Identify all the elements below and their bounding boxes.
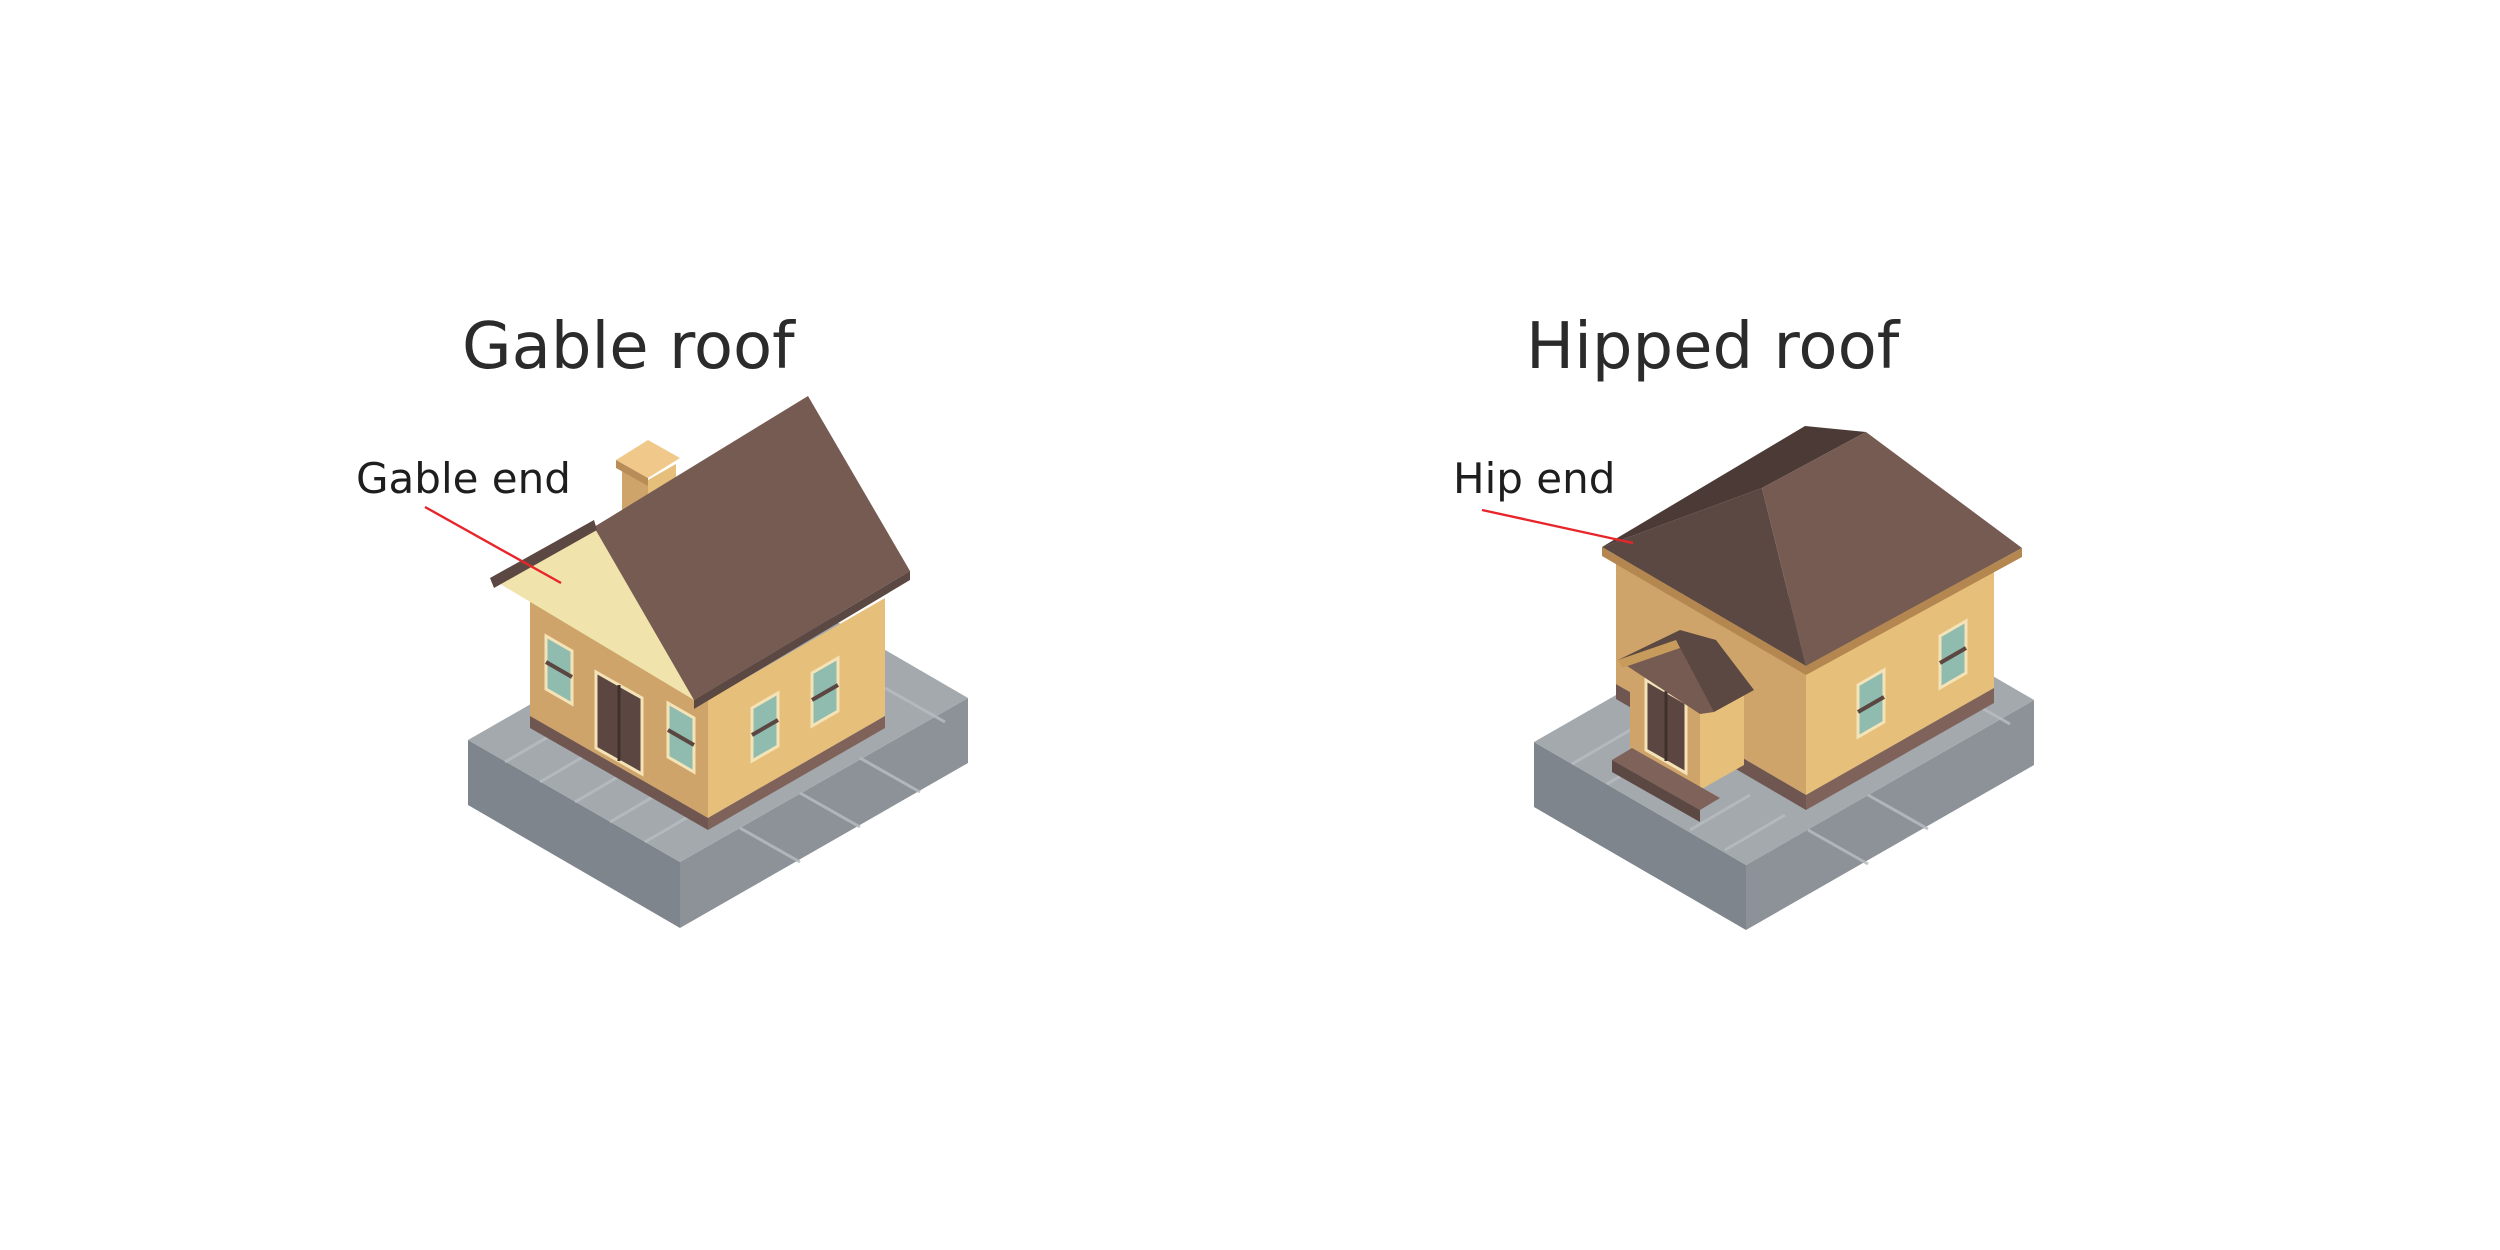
base-left-face: [1534, 742, 1746, 930]
chimney-rim: [616, 460, 648, 486]
plinth-right: [708, 716, 885, 830]
wall-front-right: [708, 598, 885, 818]
hipped-roof-main: [1762, 432, 2022, 666]
hip-end-label: Hip end: [1453, 454, 1615, 503]
hip-end-leader-line: [1481, 508, 1634, 545]
hipped-roof-panel: Hipped roof: [1453, 310, 2034, 930]
plinth-right: [1806, 688, 1994, 810]
base-right-face: [680, 698, 968, 928]
house-gable-roof-icon: [468, 396, 968, 928]
chimney-top: [616, 440, 680, 478]
hipped-roof-title: Hipped roof: [1526, 310, 1901, 384]
wall-front-right: [1806, 556, 1994, 795]
gable-roof-panel: Gable roof: [356, 310, 968, 928]
gable-end-face: [497, 528, 694, 700]
gable-roof-title: Gable roof: [462, 310, 796, 384]
porch-steps-front: [1612, 760, 1700, 822]
porch-fascia: [1618, 640, 1680, 668]
porch-steps: [1612, 748, 1720, 810]
gable-end-label: Gable end: [356, 454, 571, 503]
paving-pattern: [504, 686, 946, 864]
base-right-face: [1746, 700, 2034, 930]
gable-roof-slope: [594, 396, 910, 700]
hipped-roof-back: [1602, 426, 1866, 547]
roof-eave: [694, 571, 910, 709]
house-hipped-roof-icon: [1534, 426, 2034, 930]
gable-end-leader-line: [424, 505, 562, 585]
roof-verge: [490, 520, 597, 588]
plinth-left: [530, 716, 708, 830]
base-left-face: [468, 740, 680, 928]
hip-end-face: [1602, 488, 1806, 666]
